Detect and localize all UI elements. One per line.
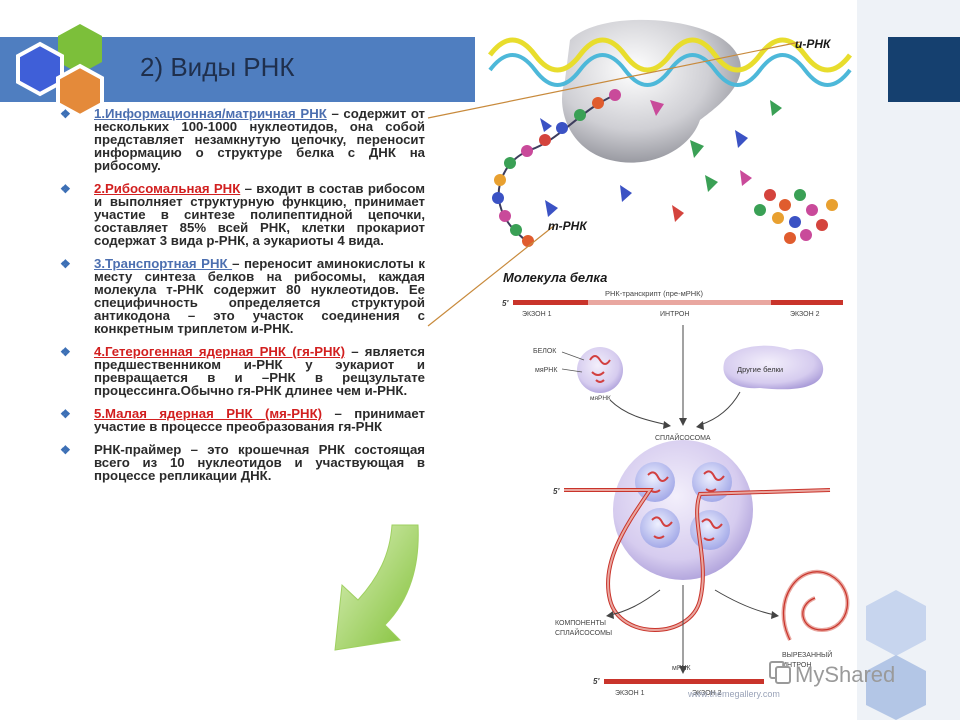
label-exon1-top: ЭКЗОН 1 [522, 311, 552, 318]
curved-arrow-icon [334, 524, 419, 651]
watermark-url: www.themegallery.com [687, 689, 780, 699]
label-excised-intron: ВЫРЕЗАННЫЙ ИНТРОН [782, 650, 834, 669]
label-5prime-top: 5′ [502, 299, 509, 308]
label-other-proteins: Другие белки [737, 365, 783, 374]
label-trna: т-РНК [548, 219, 588, 233]
bullet-keyword: 1.Информационная/матричная РНК [94, 106, 327, 121]
slide-title: 2) Виды РНК [140, 52, 295, 82]
label-5prime-bottom: 5′ [593, 677, 600, 686]
label-mrna-bottom: мРНК [672, 665, 692, 672]
mrna-exon2 [684, 679, 764, 684]
label-exon2-bottom: ЭКЗОН 2 [692, 690, 722, 697]
bullet-text: РНК-праймер – это крошечная РНК состояща… [94, 442, 425, 483]
list-item: ❖ 4.Гетерогенная ядерная РНК (гя-РНК) – … [60, 345, 425, 397]
label-components: КОМПОНЕНТЫ СПЛАЙСОСОМЫ [555, 620, 612, 637]
bullet-text: – принимает участие в процессе преобразо… [94, 406, 425, 434]
mrna-exon1 [604, 679, 684, 684]
rna-types-list: ❖ 1.Информационная/матричная РНК – содер… [60, 107, 425, 492]
bullet-text: – содержит от нескольких 100-1000 нуклео… [94, 106, 425, 173]
label-protein-molecule: Молекула белка [503, 270, 607, 285]
ribosome-figure: и-РНК т-РНК Молекула белка [427, 19, 852, 327]
pre-mrna-intron [588, 300, 771, 305]
bullet-keyword: 3.Транспортная РНК [94, 256, 233, 271]
bullet-keyword: 2.Рибосомальная РНК [94, 181, 241, 196]
label-5prime-middle: 5′ [553, 487, 560, 496]
diamond-bullet-icon: ❖ [60, 182, 71, 196]
label-spliceosome: СПЛАЙСОСОМА [655, 433, 711, 442]
watermark-brand: MyShared [795, 662, 895, 687]
label-mrna: и-РНК [795, 37, 832, 51]
diamond-bullet-icon: ❖ [60, 345, 71, 359]
bullet-text: – входит в состав рибосом и выполняет ст… [94, 181, 425, 248]
label-transcript: РНК-транскрипт (пре-мРНК) [605, 289, 704, 298]
label-intron: ИНТРОН [660, 311, 689, 318]
diamond-bullet-icon: ❖ [60, 257, 71, 271]
bullet-text: – является предшественником и-РНК у эука… [94, 344, 425, 398]
bullet-keyword: 4.Гетерогенная ядерная РНК (гя-РНК) [94, 344, 345, 359]
diamond-bullet-icon: ❖ [60, 107, 71, 121]
bullet-keyword: 5.Малая ядерная РНК (мя-РНК) [94, 406, 323, 421]
spliceosome-body [613, 440, 753, 580]
bullet-text: – переносит аминокислоты к месту синтеза… [94, 256, 425, 336]
list-item: ❖ 1.Информационная/матричная РНК – содер… [60, 107, 425, 172]
watermark: MyShared www.themegallery.com [687, 661, 895, 699]
label-protein-small: БЕЛОК [533, 348, 557, 355]
splicing-figure: РНК-транскрипт (пре-мРНК) 5′ ЭКЗОН 1 ИНТ… [502, 289, 850, 697]
watermark-logo-icon [769, 661, 791, 684]
decorative-hexagons [866, 590, 926, 720]
snrnp-particle [577, 347, 623, 393]
pre-mrna-exon1 [513, 300, 588, 305]
other-proteins-blob [723, 345, 824, 390]
diamond-bullet-icon: ❖ [60, 407, 71, 421]
list-item: ❖ 5.Малая ядерная РНК (мя-РНК) – принима… [60, 407, 425, 433]
header-band-right [888, 37, 960, 102]
label-exon2-top: ЭКЗОН 2 [790, 311, 820, 318]
label-snrna-under: мяРНК [590, 395, 611, 402]
diamond-bullet-icon: ❖ [60, 443, 71, 457]
label-snrna: мяРНК [535, 367, 558, 374]
label-exon1-bottom: ЭКЗОН 1 [615, 690, 645, 697]
list-item: ❖ 2.Рибосомальная РНК – входит в состав … [60, 182, 425, 247]
list-item: ❖ 3.Транспортная РНК – переносит аминоки… [60, 257, 425, 335]
pre-mrna-exon2 [771, 300, 843, 305]
list-item: ❖ РНК-праймер – это крошечная РНК состоя… [60, 443, 425, 482]
hexagon-cluster-icon [16, 24, 104, 119]
